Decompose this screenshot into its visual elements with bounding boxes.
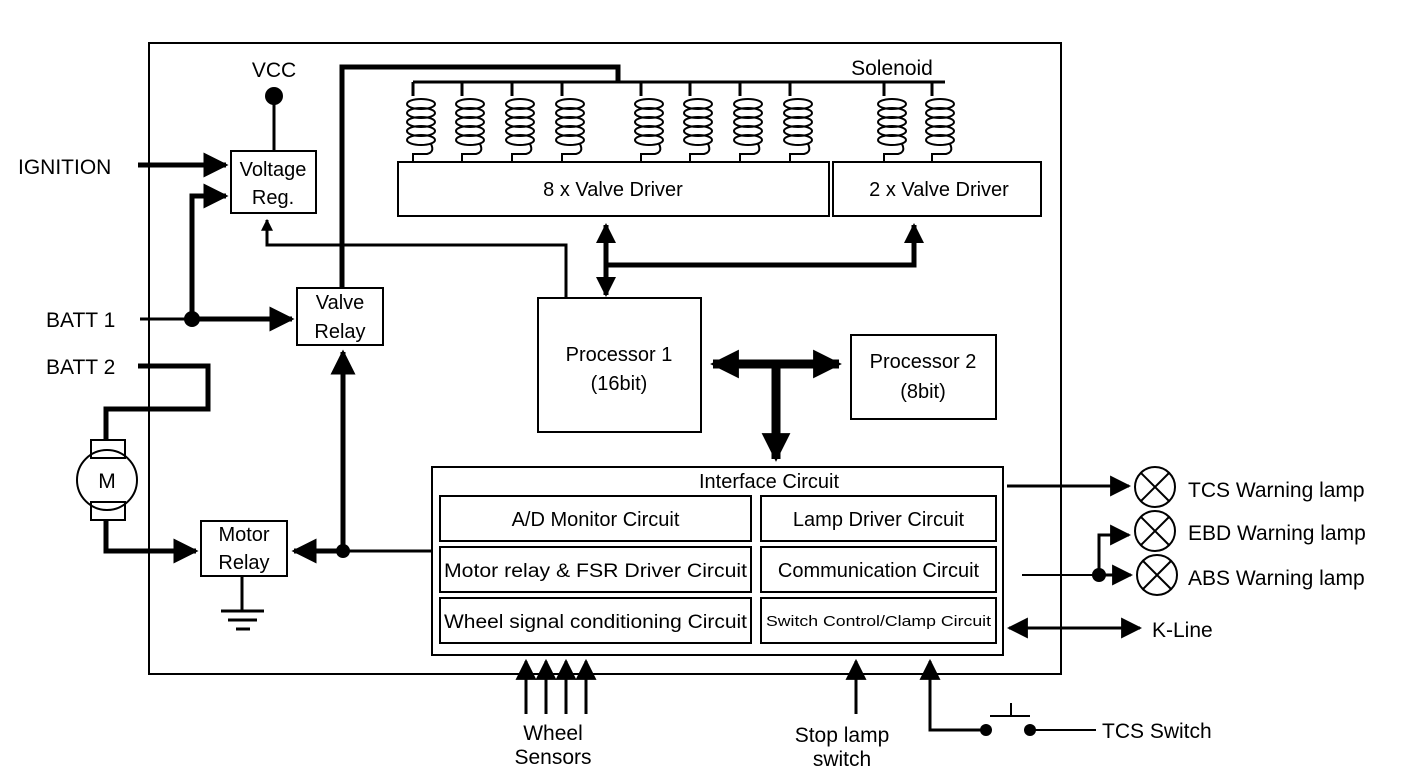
svg-text:(8bit): (8bit) xyxy=(900,381,946,403)
stop-lamp-switch-label-line1: Stop lamp xyxy=(795,724,890,747)
wheel-sensors-label-line2: Sensors xyxy=(514,746,591,769)
solenoid-coil-icon xyxy=(783,82,813,162)
svg-text:Reg.: Reg. xyxy=(252,187,294,209)
svg-text:2 x Valve Driver: 2 x Valve Driver xyxy=(869,179,1009,201)
valve-relay-block: Valve Relay xyxy=(296,287,384,346)
solenoid-coil-icon xyxy=(877,82,907,162)
solenoid-coil-icon xyxy=(555,82,585,162)
interface-sub-circuit: Switch Control/Clamp Circuit xyxy=(760,597,997,644)
ignition-label: IGNITION xyxy=(18,156,111,179)
svg-text:Relay: Relay xyxy=(218,552,269,574)
batt2-label: BATT 2 xyxy=(46,356,115,379)
pump-motor: M xyxy=(76,439,138,521)
solenoid-coil-icon xyxy=(733,82,763,162)
ebd-warning-lamp-label: EBD Warning lamp xyxy=(1188,522,1366,545)
interface-sub-circuit: Communication Circuit xyxy=(760,546,997,593)
vcc-label: VCC xyxy=(252,59,296,82)
motor-relay-block: Motor Relay xyxy=(200,520,288,577)
svg-text:Voltage: Voltage xyxy=(240,159,307,181)
interface-sub-circuit-label: Wheel signal conditioning Circuit xyxy=(444,612,748,633)
interface-sub-circuit: Wheel signal conditioning Circuit xyxy=(439,597,752,644)
abs-warning-lamp-label: ABS Warning lamp xyxy=(1188,567,1365,590)
valve-driver-8-block: 8 x Valve Driver xyxy=(397,161,830,217)
solenoid-coil-icon xyxy=(406,82,436,162)
abs-warning-lamp-icon xyxy=(1136,554,1178,596)
solenoid-coil-icon xyxy=(634,82,664,162)
motor-label: M xyxy=(98,470,116,493)
interface-sub-circuit: Motor relay & FSR Driver Circuit xyxy=(439,546,752,593)
solenoid-coil-icon xyxy=(505,82,535,162)
tcs-switch-icon[interactable] xyxy=(980,703,1036,736)
stop-lamp-switch-label-line2: switch xyxy=(813,748,871,771)
solenoid-label: Solenoid xyxy=(851,57,933,80)
solenoid-coil-icon xyxy=(683,82,713,162)
wheel-sensors-label-line1: Wheel xyxy=(523,722,583,745)
interface-sub-circuit: Lamp Driver Circuit xyxy=(760,495,997,542)
processor-2-block: Processor 2 (8bit) xyxy=(850,334,997,420)
interface-sub-circuit-label: Communication Circuit xyxy=(778,560,980,582)
tcs-warning-lamp-icon xyxy=(1134,466,1176,508)
svg-text:Interface Circuit: Interface Circuit xyxy=(699,471,839,493)
interface-sub-circuit-label: Lamp Driver Circuit xyxy=(793,509,965,531)
interface-sub-circuit: A/D Monitor Circuit xyxy=(439,495,752,542)
voltage-regulator-block: Voltage Reg. xyxy=(230,150,317,214)
svg-text:Valve: Valve xyxy=(316,292,365,314)
ground-icon xyxy=(221,576,264,631)
processor-1-block: Processor 1 (16bit) xyxy=(537,297,702,433)
svg-text:8 x Valve Driver: 8 x Valve Driver xyxy=(543,179,683,201)
ecu-boundary xyxy=(148,42,1062,675)
solenoid-coils xyxy=(406,82,955,162)
solenoid-coil-icon xyxy=(455,82,485,162)
interface-sub-circuit-label: Switch Control/Clamp Circuit xyxy=(766,613,992,630)
tcs-switch-label: TCS Switch xyxy=(1102,720,1212,743)
ebd-warning-lamp-icon xyxy=(1134,510,1176,552)
svg-text:Processor 2: Processor 2 xyxy=(870,351,977,373)
solenoid-coil-icon xyxy=(925,82,955,162)
valve-driver-2-block: 2 x Valve Driver xyxy=(832,161,1042,217)
svg-text:Processor 1: Processor 1 xyxy=(566,344,673,366)
svg-text:Relay: Relay xyxy=(314,321,365,343)
svg-text:(16bit): (16bit) xyxy=(591,373,648,395)
interface-sub-circuit-label: Motor relay & FSR Driver Circuit xyxy=(444,561,748,582)
wheel-sensor-lines xyxy=(515,658,597,714)
tcs-warning-lamp-label: TCS Warning lamp xyxy=(1188,479,1365,502)
svg-text:Motor: Motor xyxy=(218,524,269,546)
batt1-label: BATT 1 xyxy=(46,309,115,332)
interface-sub-circuit-label: A/D Monitor Circuit xyxy=(512,509,680,531)
kline-label: K-Line xyxy=(1152,619,1213,642)
